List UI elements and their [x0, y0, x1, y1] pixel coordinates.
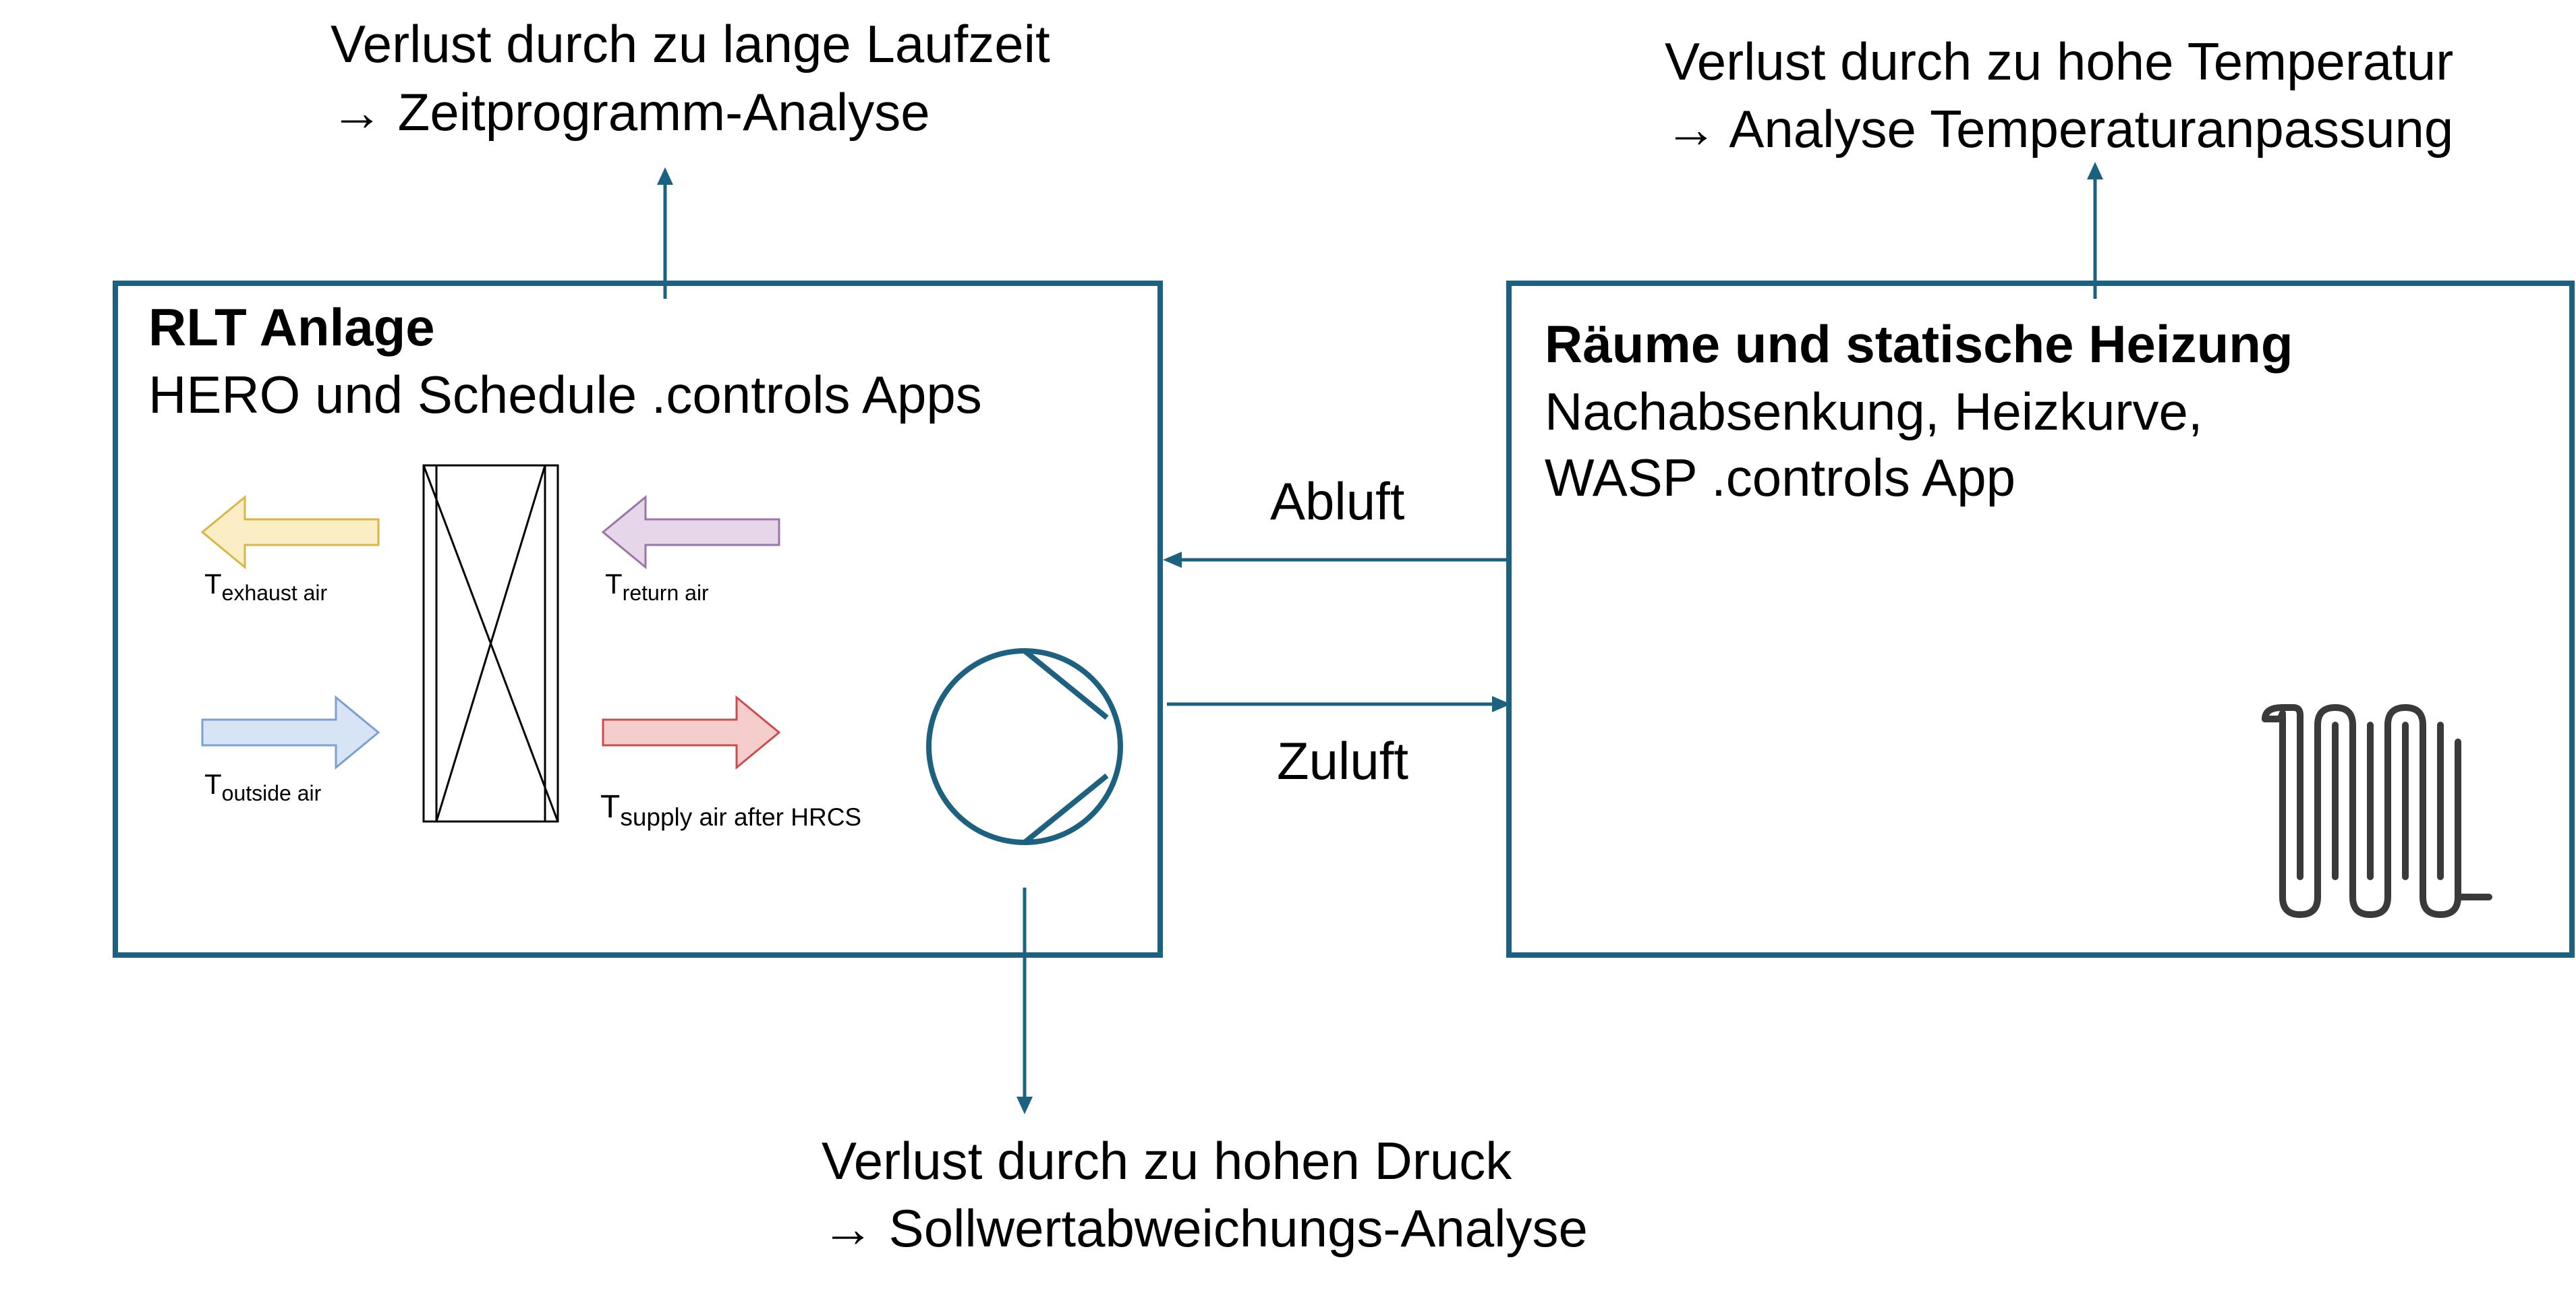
top-right-note-line1: Verlust durch zu hohe Temperatur — [1665, 32, 2453, 91]
label-t-return-air: Treturn air — [605, 568, 709, 605]
rooms-title: Räume und statische Heizung — [1545, 314, 2293, 374]
supply-flow-arrow — [1167, 696, 1511, 712]
top-left-note-line1: Verlust durch zu lange Laufzeit — [331, 14, 1050, 74]
bottom-note-line1: Verlust durch zu hohen Druck — [822, 1131, 1512, 1190]
ahu-subtitle: HERO und Schedule .controls Apps — [148, 365, 982, 424]
top-right-note-line2: → Analyse Temperaturanpassung — [1665, 99, 2453, 158]
rooms-line1: Nachabsenkung, Heizkurve, — [1545, 382, 2203, 441]
rooms-box — [1506, 281, 2575, 958]
cross-flow-heat-exchanger-icon — [422, 464, 559, 823]
arrow-to-top-right-note — [2087, 162, 2103, 299]
arrow-to-top-left-note — [657, 167, 673, 299]
radiator-icon — [2262, 704, 2492, 918]
top-left-note-line2: → Zeitprogramm-Analyse — [331, 82, 930, 142]
supply-air-arrow-icon — [602, 695, 781, 770]
return-air-arrow-icon — [601, 494, 780, 570]
label-abluft: Abluft — [1270, 471, 1405, 531]
ahu-title: RLT Anlage — [148, 297, 435, 357]
outside-air-arrow-icon — [201, 695, 380, 770]
label-zuluft: Zuluft — [1277, 731, 1408, 790]
exhaust-flow-arrow — [1163, 552, 1509, 568]
ahu-box — [113, 281, 1163, 958]
arrow-to-bottom-note — [1017, 888, 1033, 1114]
label-t-outside-air: Toutside air — [204, 768, 322, 805]
label-t-exhaust-air: Texhaust air — [204, 568, 328, 605]
exhaust-air-arrow-icon — [200, 494, 380, 570]
bottom-note-line2: → Sollwertabweichungs-Analyse — [822, 1199, 1588, 1258]
label-t-supply-air: Tsupply air after HRCS — [600, 789, 861, 831]
rooms-line2: WASP .controls App — [1545, 448, 2015, 507]
fan-icon — [926, 648, 1123, 845]
